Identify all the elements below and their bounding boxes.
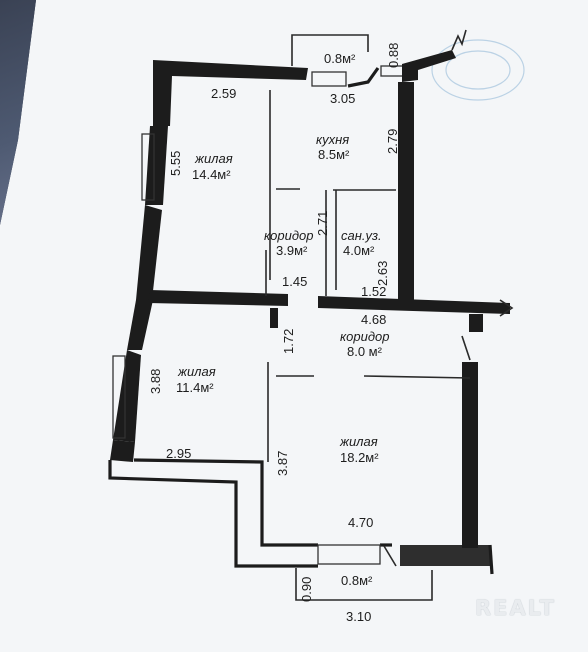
dim-2-79: 2.79 — [385, 129, 400, 154]
dim-0-90: 0.90 — [299, 577, 314, 602]
dim-3-88: 3.88 — [148, 369, 163, 394]
dim-3-10: 3.10 — [346, 609, 371, 624]
room-area: 8.0 м² — [347, 344, 383, 359]
stamp-mark — [431, 39, 525, 101]
dim-2-71: 2.71 — [315, 211, 330, 236]
room-area: 14.4м² — [192, 167, 231, 182]
room-name: кухня — [316, 132, 349, 147]
room-name: жилая — [339, 434, 378, 449]
windows — [112, 133, 381, 565]
room-living-2: жилая 11.4м² — [176, 364, 216, 395]
room-name: сан.уз. — [341, 228, 382, 243]
dim-3-05: 3.05 — [330, 91, 355, 106]
room-name: жилая — [177, 364, 216, 379]
exterior-walls — [108, 50, 494, 575]
dim-3-87: 3.87 — [275, 451, 290, 476]
dim-0-88: 0.88 — [386, 43, 401, 68]
room-area: 18.2м² — [340, 450, 379, 465]
room-name: коридор — [264, 228, 313, 243]
balcony-top-area: 0.8м² — [324, 51, 356, 66]
room-kitchen: кухня 8.5м² — [316, 132, 350, 162]
room-area: 8.5м² — [318, 147, 350, 162]
room-bathroom: сан.уз. 4.0м² — [341, 228, 382, 258]
room-area: 3.9м² — [276, 243, 308, 258]
interior-walls — [148, 29, 514, 567]
dim-4-70: 4.70 — [348, 515, 373, 530]
dim-5-55: 5.55 — [168, 151, 183, 176]
balcony-bottom-area: 0.8м² — [341, 573, 373, 588]
dim-2-59: 2.59 — [211, 86, 236, 101]
watermark-logo: REALT — [475, 596, 556, 620]
dim-4-68: 4.68 — [361, 312, 386, 327]
dim-1-72: 1.72 — [281, 329, 296, 354]
room-living-1: жилая 14.4м² — [192, 151, 233, 182]
room-area: 11.4м² — [176, 380, 214, 395]
room-area: 4.0м² — [343, 243, 375, 258]
room-living-3: жилая 18.2м² — [339, 434, 379, 465]
room-corridor-1: коридор 3.9м² — [264, 228, 313, 258]
dim-1-45: 1.45 — [282, 274, 307, 289]
room-corridor-2: коридор 8.0 м² — [340, 329, 389, 359]
room-name: жилая — [194, 151, 233, 166]
room-name: коридор — [340, 329, 389, 344]
dim-2-95: 2.95 — [166, 446, 191, 461]
dim-1-52: 1.52 — [361, 284, 386, 299]
dim-2-63: 2.63 — [375, 261, 390, 286]
balcony-bottom-frame — [295, 568, 433, 601]
dimension-labels: 2.59 3.05 1.52 1.45 4.68 2.95 4.70 3.10 … — [148, 43, 401, 624]
